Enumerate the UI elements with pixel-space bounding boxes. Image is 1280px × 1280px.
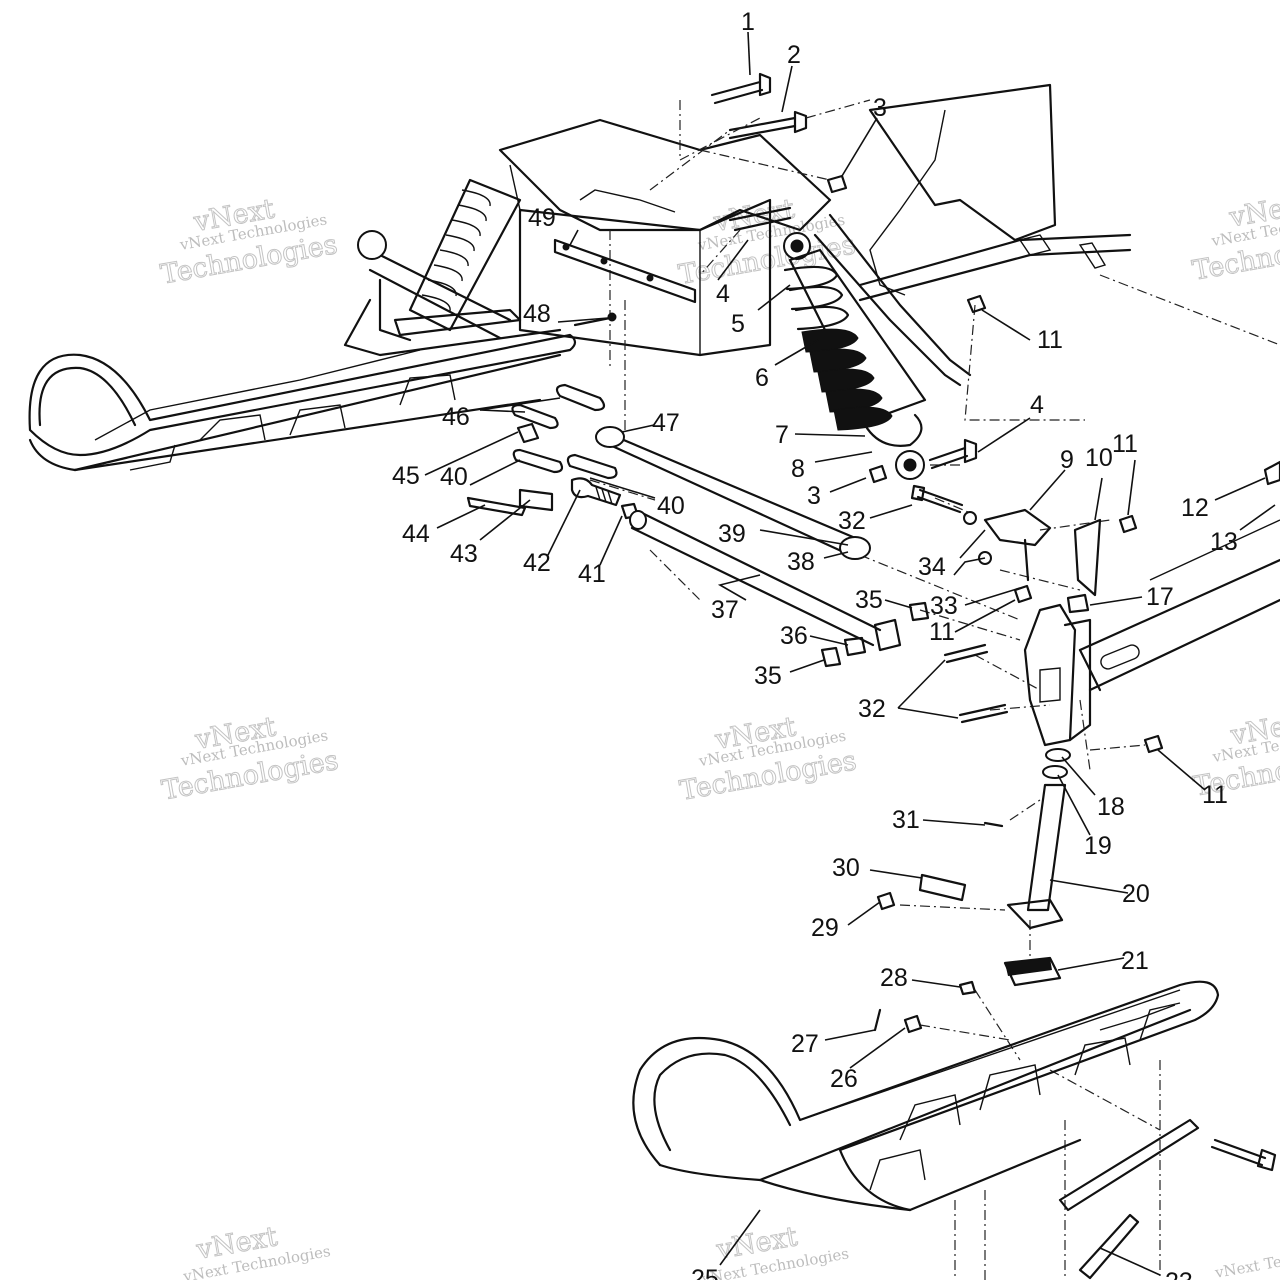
callout-label: 11 — [1112, 430, 1138, 458]
callout-label: 29 — [811, 914, 839, 942]
right-hardware — [868, 294, 1280, 1034]
callout-label: 2 — [787, 41, 801, 69]
callout-label: 1 — [741, 8, 755, 36]
callout-label: 7 — [775, 421, 789, 449]
callout-label: 44 — [402, 520, 430, 548]
callout-label: 11 — [1202, 781, 1228, 809]
callout-label: 38 — [787, 548, 815, 576]
callout-label: 36 — [780, 622, 808, 650]
callout-label: 25 — [691, 1265, 719, 1280]
callout-label: 35 — [855, 586, 883, 614]
callout-label: 42 — [523, 549, 551, 577]
callout-label: 5 — [731, 310, 745, 338]
callout-label: 31 — [892, 806, 920, 834]
callout-label: 40 — [440, 463, 468, 491]
callout-label: 32 — [838, 507, 866, 535]
callout-label: 41 — [578, 560, 606, 588]
leader-lines — [424, 31, 1276, 1276]
callout-label: 37 — [711, 596, 739, 624]
watermark-bottom-left: vNext vNext Technologies — [181, 1221, 332, 1280]
callout-labels: 1 2 3 4 5 6 7 8 9 10 11 12 13 17 18 19 2… — [392, 8, 1238, 1280]
left-hardware — [466, 238, 930, 668]
callout-label: 3 — [873, 94, 887, 122]
callout-label: 40 — [657, 492, 685, 520]
callout-label: 46 — [442, 403, 470, 431]
watermark-top-left: vNext vNext Technologies Technologies — [158, 193, 340, 291]
watermark-mid-center: vNext vNext Technologies Technologies — [677, 711, 859, 808]
left-shock-assembly — [343, 178, 562, 357]
watermark-top-right: vNext vNext Technologies Technologies — [1190, 188, 1280, 287]
callout-label: 18 — [1097, 793, 1125, 821]
callout-label: 27 — [791, 1030, 819, 1058]
callout-label: 48 — [523, 300, 551, 328]
right-ski — [632, 980, 1277, 1280]
watermark-brand: vNext Technologies — [1213, 1238, 1280, 1280]
callout-label: 11 — [929, 618, 955, 646]
callout-label: 35 — [754, 662, 782, 690]
callout-label: 34 — [918, 553, 946, 581]
callout-label: 4 — [716, 280, 730, 308]
callout-label: 23 — [1165, 1268, 1193, 1280]
callout-label: 20 — [1122, 880, 1150, 908]
watermark-mid-right: vNext vNext Technologies Technologies — [1191, 706, 1280, 803]
callout-label: 4 — [1030, 391, 1044, 419]
callout-label: 30 — [832, 854, 860, 882]
callout-label: 6 — [755, 364, 769, 392]
callout-label: 45 — [392, 462, 420, 490]
callout-label: 33 — [930, 592, 958, 620]
callout-label: 13 — [1210, 528, 1238, 556]
watermark-group: vNext vNext Technologies Technologies vN… — [158, 188, 1280, 1280]
callout-label: 32 — [858, 695, 886, 723]
callout-label: 17 — [1146, 583, 1174, 611]
callout-label: 28 — [880, 964, 908, 992]
callout-label: 11 — [1037, 326, 1063, 354]
callout-label: 21 — [1121, 947, 1149, 975]
callout-label: 19 — [1084, 832, 1112, 860]
callout-label: 9 — [1060, 446, 1074, 474]
callout-label: 49 — [528, 204, 556, 232]
callout-label: 43 — [450, 540, 478, 568]
main-shock-assembly — [710, 72, 927, 480]
watermark-mid-left: vNext vNext Technologies Technologies — [159, 711, 341, 807]
callout-label: 26 — [830, 1065, 858, 1093]
assembly-lines — [589, 99, 1161, 1280]
chassis-frame — [498, 83, 1280, 692]
callout-label: 39 — [718, 520, 746, 548]
callout-label: 47 — [652, 409, 680, 437]
left-ski — [28, 333, 577, 472]
callout-label: 12 — [1181, 494, 1209, 522]
watermark-bottom-right: vNext Technologies — [1213, 1238, 1280, 1280]
callout-label: 10 — [1085, 444, 1113, 472]
callout-label: 8 — [791, 455, 805, 483]
callout-label: 3 — [807, 482, 821, 510]
